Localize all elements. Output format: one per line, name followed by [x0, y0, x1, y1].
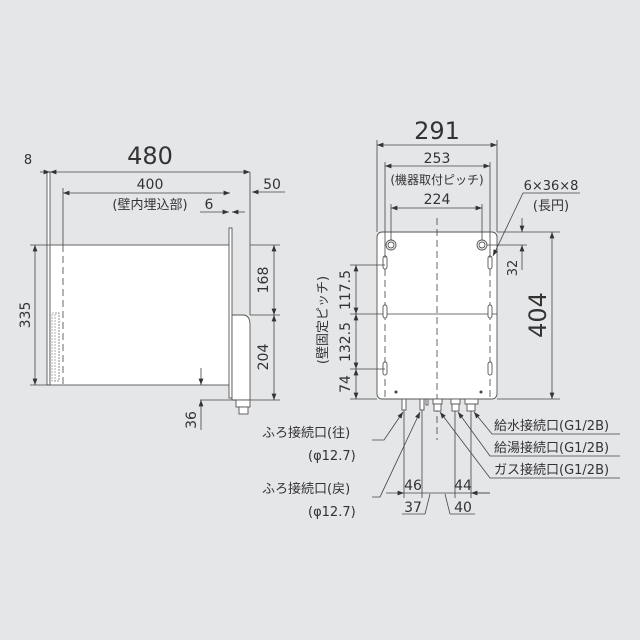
connector-nut [238, 406, 249, 415]
pipe-connectors [401, 398, 479, 412]
front-cover-edge [228, 227, 233, 399]
dim-40: 40 [454, 500, 472, 516]
label-bath-out-size: (φ12.7) [308, 449, 356, 464]
dim-291: 291 [414, 117, 460, 145]
dim-36: 36 [184, 411, 200, 429]
dim-50: 50 [263, 177, 281, 193]
dim-8: 8 [24, 153, 32, 168]
mount-pitch-label: (機器取付ピッチ) [390, 172, 483, 187]
dim-44: 44 [454, 478, 472, 494]
lower-cover [231, 314, 251, 401]
label-gas: ガス接続口(G1/2B) [494, 462, 609, 478]
label-bath-return: ふろ接続口(戻) [262, 481, 350, 497]
side-body [49, 244, 232, 386]
dim-32: 32 [506, 260, 521, 277]
pitch-74: 74 [338, 375, 354, 393]
dim-480: 480 [127, 142, 173, 170]
dim-253: 253 [424, 151, 451, 167]
dim-6: 6 [205, 197, 214, 213]
front-view: 291 253 (機器取付ピッチ) 224 6×36×8 (長円) 404 32… [262, 117, 620, 520]
mount-holes [385, 239, 488, 251]
slot-spec: 6×36×8 [524, 179, 579, 194]
dim-204: 204 [256, 344, 272, 371]
vent-pattern [51, 312, 60, 382]
dim-168: 168 [256, 267, 272, 294]
pitch-132-5: 132.5 [338, 322, 354, 362]
label-bath-return-size: (φ12.7) [308, 505, 356, 520]
label-bath-out: ふろ接続口(往) [262, 425, 350, 441]
slot-leader [492, 192, 580, 257]
wall-slots [382, 255, 493, 376]
label-hot-water: 給湯接続口(G1/2B) [494, 440, 609, 456]
slot-label: (長円) [533, 199, 569, 214]
dim-335: 335 [18, 302, 34, 329]
dim-404: 404 [524, 292, 552, 338]
embed-label: (壁内埋込部) [112, 197, 187, 213]
dim-46: 46 [404, 478, 422, 494]
connector-fitting [235, 399, 251, 408]
dim-37: 37 [404, 500, 422, 516]
pitch-117-5: 117.5 [338, 270, 354, 310]
side-view: 480 8 400 (壁内埋込部) 6 50 335 168 204 36 [18, 142, 285, 430]
wall-pitch-label: (壁固定ピッチ) [316, 276, 331, 364]
dim-400: 400 [137, 177, 164, 193]
dim-224: 224 [424, 192, 451, 208]
label-water-in: 給水接続口(G1/2B) [494, 418, 609, 434]
